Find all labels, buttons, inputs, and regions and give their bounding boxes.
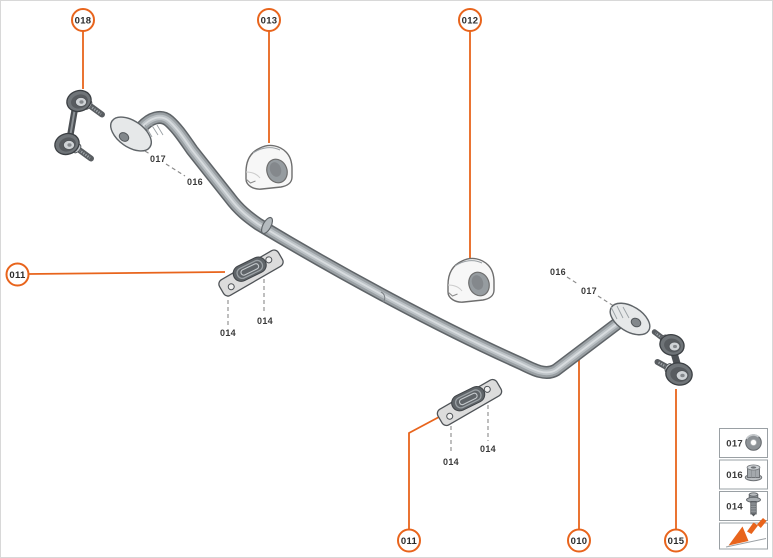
bushing-left[interactable]: [245, 144, 293, 190]
leader-line-011-rear: [408, 416, 440, 530]
ball-joint-center: [680, 373, 685, 378]
clamp-bracket-left[interactable]: [214, 243, 286, 299]
callout-leader-lines: [28, 31, 677, 530]
callout-balloon-010[interactable]: 010: [567, 528, 591, 553]
stabilizer-bar[interactable]: [105, 110, 656, 379]
bar-highlight: [139, 114, 625, 376]
callout-balloon-015[interactable]: 015: [664, 528, 688, 553]
legend-label-016: 016: [726, 470, 743, 481]
ball-joint-center: [673, 344, 677, 349]
reference-labels: 017 016 016 017 014 014 014 014: [150, 154, 597, 467]
bar-left-eye-hatch: [144, 123, 164, 138]
callout-balloon-012[interactable]: 012: [458, 8, 482, 32]
callout-label: 011: [9, 270, 26, 281]
bar-glint: [141, 116, 623, 374]
callout-label: 015: [668, 536, 685, 547]
part-ref-014-left-inner: 014: [257, 316, 273, 326]
callout-label: 018: [75, 15, 92, 26]
callout-label: 013: [261, 15, 278, 26]
direction-arrow-icon: [725, 518, 767, 548]
part-ref-016-right: 016: [550, 267, 566, 277]
bushing-right[interactable]: [447, 257, 495, 303]
clamp-bracket-rear[interactable]: [432, 373, 505, 428]
flange-nut-icon: [744, 464, 763, 482]
callout-label: 010: [571, 536, 588, 547]
callout-label: 011: [401, 536, 418, 547]
part-ref-014-rear-outer: 014: [443, 457, 459, 467]
legend-row-014: 014: [719, 491, 768, 521]
callout-balloon-018[interactable]: 018: [71, 8, 95, 32]
legend-label-017: 017: [726, 439, 743, 450]
legend-row-017: 017: [719, 428, 768, 458]
washer-icon: [745, 434, 762, 451]
bar-right-eye-hole: [630, 317, 642, 328]
stabilizer-link-left[interactable]: [52, 87, 105, 162]
bar-outline: [135, 110, 629, 379]
callout-label: 012: [462, 15, 479, 26]
bar-left-eye-hole: [118, 132, 130, 142]
bar-seam: [380, 291, 386, 303]
callout-balloon-011-rear[interactable]: 011: [397, 528, 421, 553]
bar-right-eye-hatch: [610, 305, 630, 320]
link-stud-threads: [654, 332, 663, 339]
flange-bolt-icon: [746, 492, 761, 517]
part-ref-014-left-outer: 014: [220, 328, 236, 338]
legend-box: 017 016 014: [719, 428, 768, 550]
leader-line-011-left: [28, 271, 226, 275]
part-ref-016-left: 016: [187, 177, 203, 187]
ball-joint-center: [79, 100, 84, 104]
bar-left-eye: [110, 116, 152, 152]
legend-label-014: 014: [726, 502, 743, 513]
stabilizer-link-right[interactable]: [651, 329, 694, 387]
legend-row-direction: [719, 518, 768, 550]
link-stud-threads: [89, 105, 102, 115]
callout-balloon-013[interactable]: 013: [257, 8, 281, 32]
link-stud-threads: [78, 149, 91, 159]
bar-collar: [260, 216, 274, 235]
part-ref-014-rear-inner: 014: [480, 444, 496, 454]
callout-balloon-011-left[interactable]: 011: [5, 262, 30, 287]
bar-body: [137, 112, 627, 378]
ball-joint-center: [67, 143, 72, 147]
part-ref-017-left: 017: [150, 154, 166, 164]
part-ref-017-right: 017: [581, 286, 597, 296]
legend-row-016: 016: [719, 459, 768, 490]
